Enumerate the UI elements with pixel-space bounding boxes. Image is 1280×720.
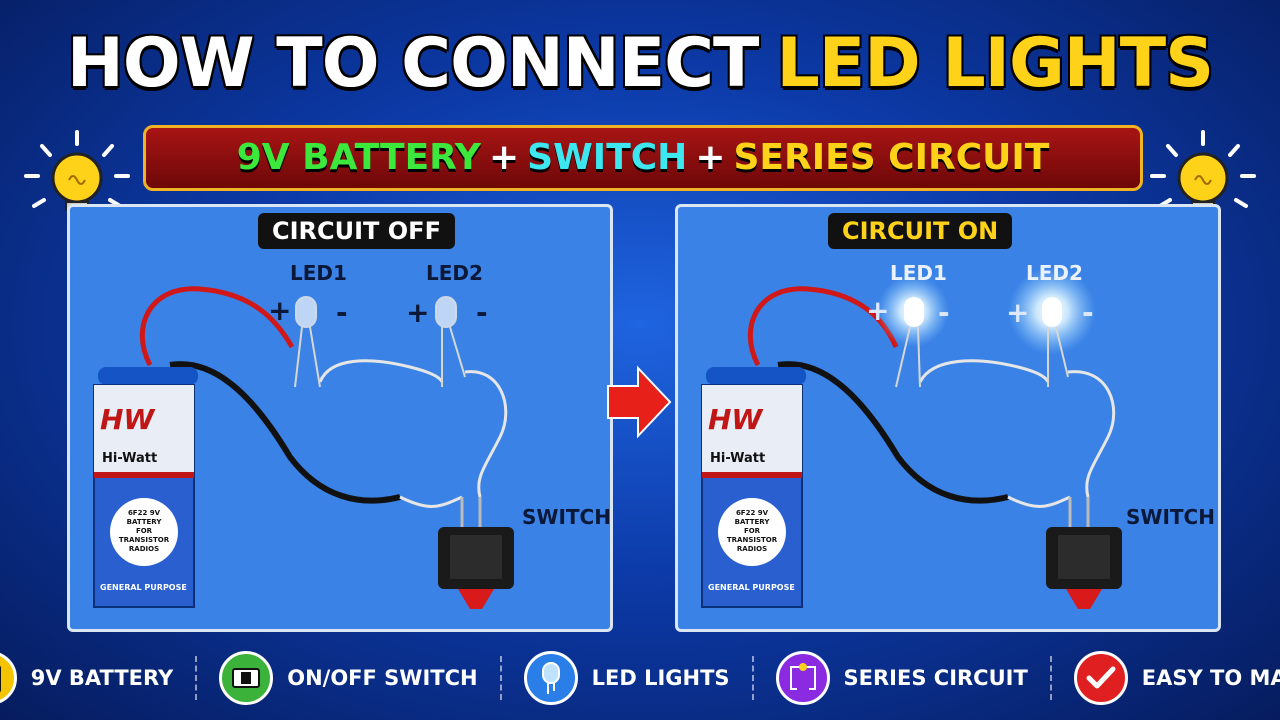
battery-spec-5-on: RADIOS	[736, 545, 768, 553]
battery-icon: +	[0, 651, 17, 705]
feature-easy-label: EASY TO MAKE	[1141, 666, 1280, 690]
switch-label-off: SWITCH	[522, 505, 611, 529]
feature-separator	[499, 656, 502, 700]
feature-series: SERIES CIRCUIT	[754, 646, 1050, 710]
led2-plus-off: +	[406, 296, 430, 329]
battery-logo-off: HW	[100, 403, 155, 436]
led2-plus-on: +	[1006, 296, 1030, 329]
subtitle-switch: SWITCH	[527, 137, 688, 178]
led1-label-off: LED1	[290, 261, 347, 285]
circuit-on-drawing	[701, 267, 1122, 609]
circuit-on-panel: CIRCUIT ON LED1 LED2 + - + - SWITCH HW H…	[675, 204, 1221, 632]
feature-bar: + 9V BATTERY ON/OFF SWITCH LED LIGHTS SE…	[0, 646, 1280, 710]
battery-spec-2-off: BATTERY	[126, 518, 162, 526]
feature-separator	[751, 656, 754, 700]
battery-spec-1-off: 6F22 9V	[127, 509, 161, 517]
feature-switch-label: ON/OFF SWITCH	[287, 666, 478, 690]
led2-label-on: LED2	[1026, 261, 1083, 285]
battery-purpose-on: GENERAL PURPOSE	[708, 583, 795, 592]
led1-minus-on: -	[938, 296, 950, 329]
battery-brand-on: Hi-Watt	[710, 451, 766, 466]
feature-battery-label: 9V BATTERY	[30, 666, 174, 690]
battery-purpose-off: GENERAL PURPOSE	[100, 583, 187, 592]
led1-label-on: LED1	[890, 261, 947, 285]
switch-label-on: SWITCH	[1126, 505, 1215, 529]
feature-switch: ON/OFF SWITCH	[197, 646, 499, 710]
circuit-off-drawing	[93, 286, 514, 609]
subtitle-banner: 9V BATTERY+SWITCH+SERIES CIRCUIT	[143, 125, 1143, 191]
led2-off	[435, 296, 466, 387]
series-circuit-icon	[775, 651, 830, 705]
battery-9v-on	[701, 367, 806, 608]
led2-minus-on: -	[1082, 296, 1094, 329]
battery-spec-5-off: RADIOS	[128, 545, 160, 553]
led1-off	[294, 296, 321, 388]
battery-spec-4-off: TRANSISTOR	[118, 536, 170, 544]
feature-separator	[195, 656, 198, 700]
subtitle-series: SERIES CIRCUIT	[733, 137, 1050, 178]
battery-spec-4-on: TRANSISTOR	[726, 536, 778, 544]
led1-on	[877, 275, 949, 388]
subtitle-plus-2: +	[695, 137, 726, 178]
feature-led: LED LIGHTS	[502, 646, 752, 710]
led1-minus-off: -	[336, 296, 348, 329]
feature-easy: EASY TO MAKE	[1052, 646, 1280, 710]
feature-battery: + 9V BATTERY	[0, 646, 195, 710]
feature-series-label: SERIES CIRCUIT	[843, 666, 1028, 690]
arrow-right-icon	[607, 365, 672, 439]
rocker-switch-on	[1046, 497, 1122, 609]
subtitle-battery: 9V BATTERY	[236, 137, 481, 178]
led2-minus-off: -	[476, 296, 488, 329]
battery-logo-on: HW	[708, 403, 763, 436]
battery-spec-3-on: FOR	[743, 527, 761, 535]
circuit-on-label: CIRCUIT ON	[828, 213, 1013, 249]
battery-9v-off	[93, 367, 198, 608]
switch-icon	[219, 651, 274, 705]
feature-led-label: LED LIGHTS	[591, 666, 730, 690]
circuit-off-panel: CIRCUIT OFF LED1 LED2 + - + - SWITCH HW …	[67, 204, 613, 632]
battery-spec-1-on: 6F22 9V	[735, 509, 769, 517]
led2-on	[1008, 267, 1096, 387]
rocker-switch-off	[438, 497, 514, 609]
led2-label-off: LED2	[426, 261, 483, 285]
subtitle-plus-1: +	[489, 137, 520, 178]
battery-brand-off: Hi-Watt	[102, 451, 158, 466]
feature-separator	[1049, 656, 1052, 700]
checkmark-icon	[1073, 651, 1128, 705]
led1-plus-on: +	[866, 294, 890, 327]
led1-plus-off: +	[268, 294, 292, 327]
battery-spec-3-off: FOR	[135, 527, 153, 535]
battery-spec-2-on: BATTERY	[734, 518, 770, 526]
title-part-1: HOW TO CONNECT	[66, 24, 760, 103]
led-icon	[523, 651, 578, 705]
circuit-off-label: CIRCUIT OFF	[258, 213, 455, 249]
title-part-2: LED LIGHTS	[776, 24, 1214, 103]
